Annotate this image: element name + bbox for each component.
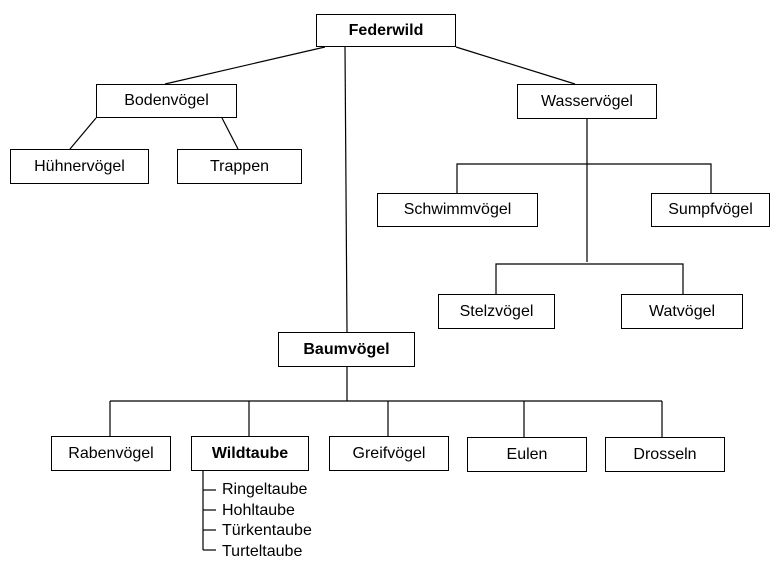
species-hohltaube: Hohltaube [222,501,295,519]
node-wildtaube: Wildtaube [191,436,309,471]
node-sumpfvoegel: Sumpfvögel [651,193,770,227]
species-turteltaube: Turteltaube [222,542,303,560]
node-trappen: Trappen [177,149,302,184]
node-rabenvoegel: Rabenvögel [51,436,171,471]
node-watvoegel: Watvögel [621,294,743,329]
node-stelzvoegel: Stelzvögel [438,294,555,329]
node-eulen: Eulen [467,437,587,472]
node-schwimmvoegel: Schwimmvögel [377,193,538,227]
species-ringeltaube: Ringeltaube [222,481,308,498]
node-huehnervoegel: Hühnervögel [10,149,149,184]
edge-bracket-stelz-wat [495,263,684,294]
node-greifvoegel: Greifvögel [329,436,449,471]
node-federwild: Federwild [316,14,456,47]
edge-bodenvoegel-trappen [221,117,239,150]
node-wasservoegel: Wasservögel [517,84,657,119]
edge-bodenvoegel-huehnervoegel [69,117,97,150]
edge-federwild-baumvoegel [344,46,348,333]
species-tuerkentaube: Türkentaube [222,522,312,539]
edge-federwild-wasservoegel [455,46,576,85]
node-bodenvoegel: Bodenvögel [96,84,237,118]
wildtaube-species-list: Ringeltaube Hohltaube Türkentaube Turtel… [222,480,312,562]
edge-bracket-schwimm-sumpf [456,163,712,193]
node-drosseln: Drosseln [605,437,725,472]
edge-federwild-bodenvoegel [164,46,326,85]
node-baumvoegel: Baumvögel [278,332,415,367]
